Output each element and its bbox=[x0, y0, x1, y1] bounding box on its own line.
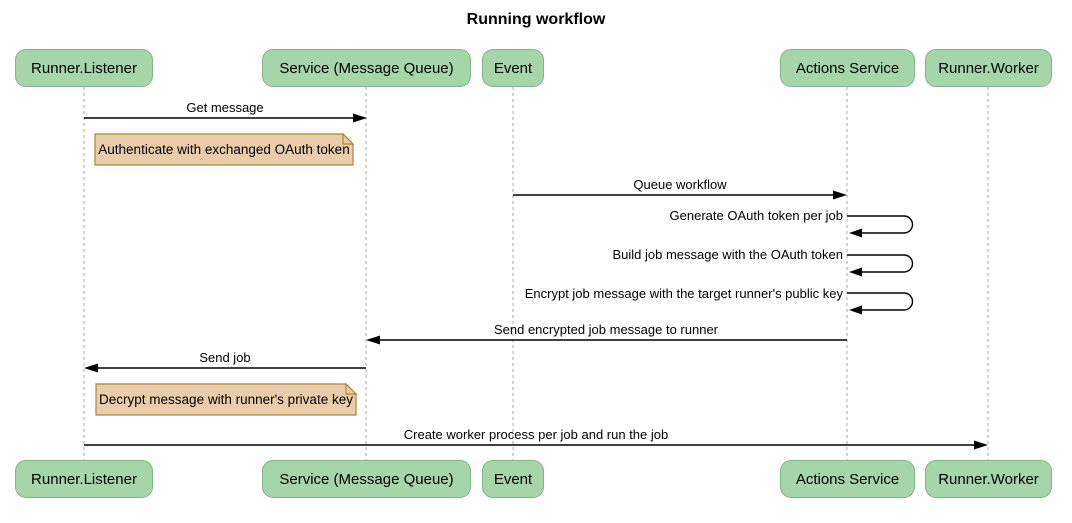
actor-top-runner-listener: Runner.Listener bbox=[15, 49, 153, 87]
actor-top-actions-service: Actions Service bbox=[780, 49, 915, 87]
arrowhead-get-message bbox=[353, 113, 367, 123]
arrowhead-send-encrypted-job-message bbox=[366, 335, 380, 345]
note-decrypt-fold bbox=[345, 382, 358, 395]
note-authenticate-shape bbox=[94, 133, 354, 166]
selfloop-generate-oauth-token bbox=[847, 215, 914, 234]
note-authenticate-text: Authenticate with exchanged OAuth token bbox=[98, 142, 350, 157]
message-label-create-worker-process: Create worker process per job and run th… bbox=[403, 427, 669, 442]
actor-bottom-runner-listener: Runner.Listener bbox=[15, 460, 153, 498]
diagram-title: Running workflow bbox=[466, 11, 606, 28]
note-decrypt-shape bbox=[95, 383, 357, 416]
arrowhead-build-job-message bbox=[849, 267, 862, 277]
message-label-send-encrypted-job-message: Send encrypted job message to runner bbox=[493, 322, 719, 337]
actor-bottom-event: Event bbox=[482, 460, 544, 498]
message-label-queue-workflow: Queue workflow bbox=[633, 177, 727, 192]
actor-bottom-actions-service: Actions Service bbox=[780, 460, 915, 498]
note-decrypt-text: Decrypt message with runner's private ke… bbox=[99, 392, 353, 407]
note-authenticate-fold bbox=[342, 132, 355, 145]
actor-top-service-message-queue: Service (Message Queue) bbox=[262, 49, 471, 87]
arrowhead-create-worker-process bbox=[974, 440, 988, 450]
selfloop-encrypt-job-message bbox=[847, 292, 914, 311]
arrowhead-generate-oauth-token bbox=[849, 228, 862, 238]
message-label-get-message: Get message bbox=[186, 100, 264, 115]
actor-bottom-runner-worker: Runner.Worker bbox=[925, 460, 1052, 498]
actor-top-event: Event bbox=[482, 49, 544, 87]
message-label-build-job-message: Build job message with the OAuth token bbox=[612, 247, 843, 262]
message-label-send-job: Send job bbox=[199, 350, 251, 365]
message-label-encrypt-job-message: Encrypt job message with the target runn… bbox=[524, 286, 843, 301]
actor-bottom-service-message-queue: Service (Message Queue) bbox=[262, 460, 471, 498]
selfloop-build-job-message bbox=[847, 254, 914, 273]
arrowhead-send-job bbox=[84, 363, 98, 373]
arrowhead-encrypt-job-message bbox=[849, 305, 862, 315]
arrowhead-queue-workflow bbox=[833, 190, 847, 200]
actor-top-runner-worker: Runner.Worker bbox=[925, 49, 1052, 87]
message-label-generate-oauth-token: Generate OAuth token per job bbox=[669, 208, 843, 223]
